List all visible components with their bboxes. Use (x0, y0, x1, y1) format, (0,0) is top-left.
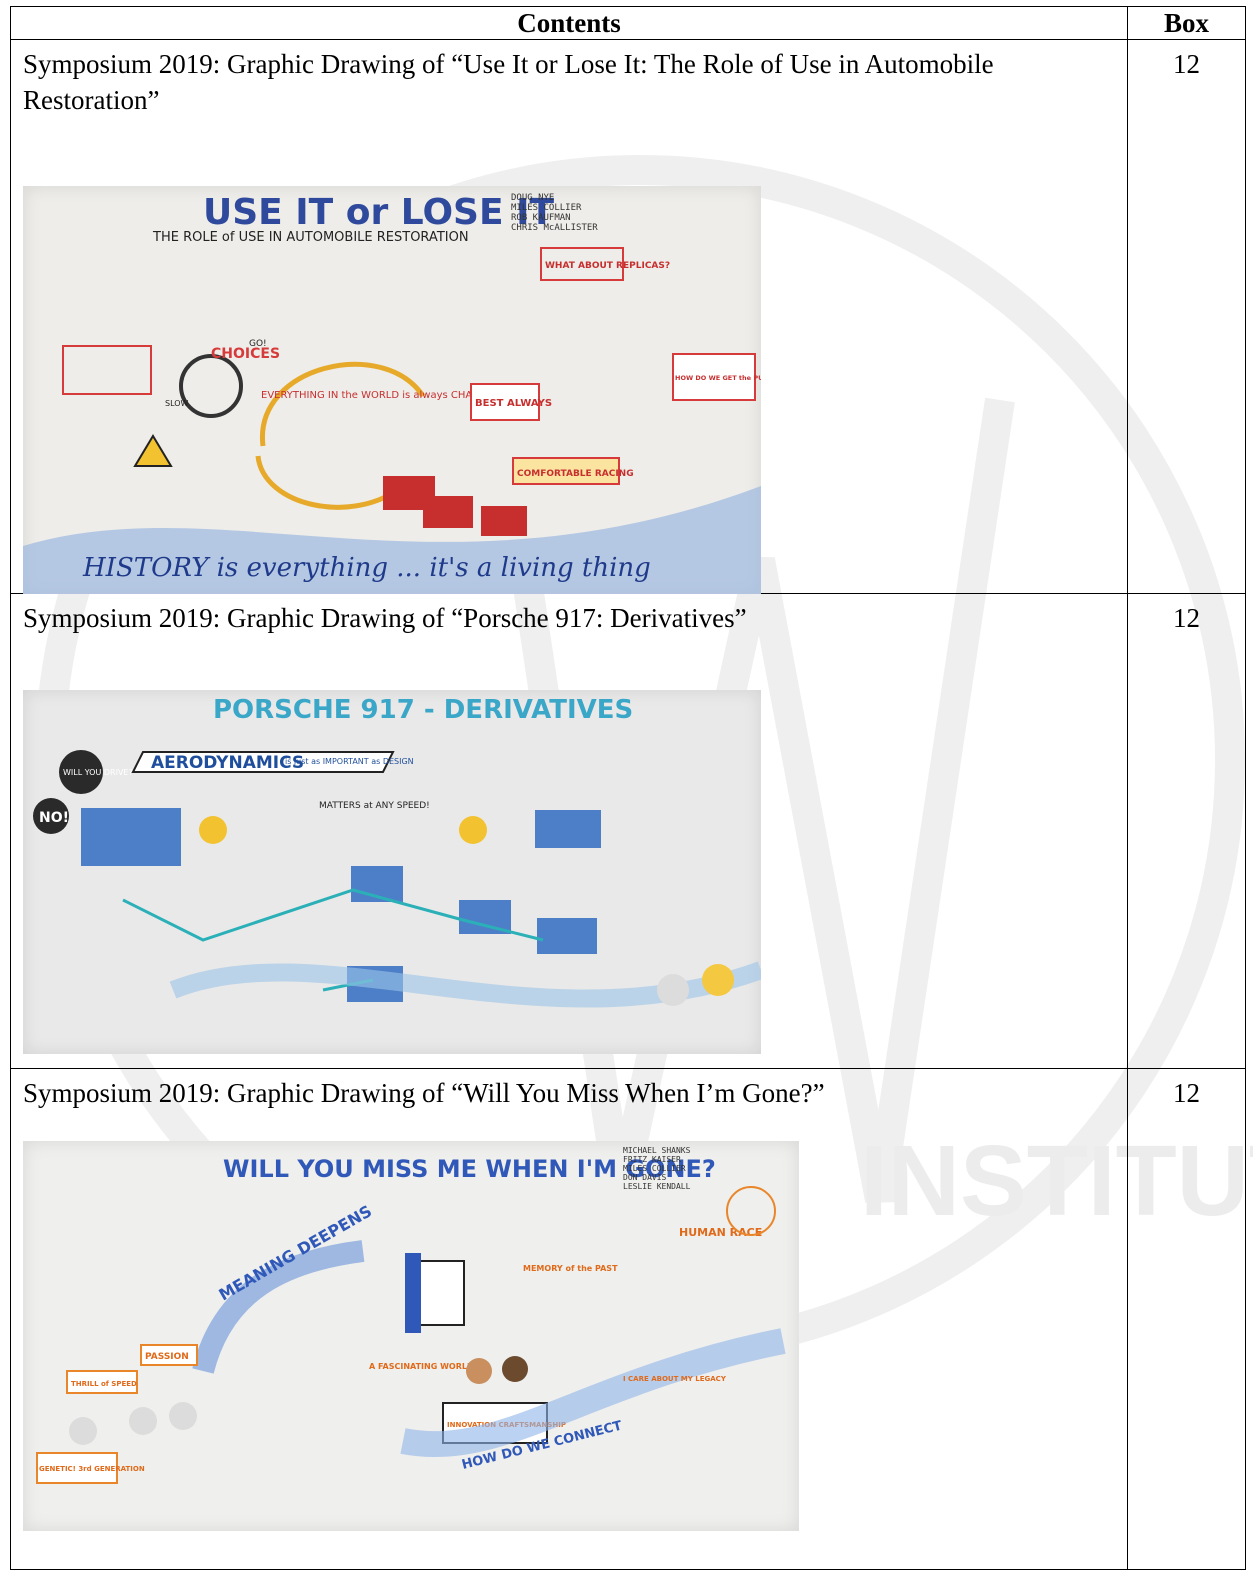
callout-passion: PASSION (145, 1352, 189, 1362)
box-number: 12 (1173, 603, 1200, 633)
box-cell: 12 (1127, 593, 1246, 1069)
svg-text:MILES COLLIER: MILES COLLIER (623, 1164, 686, 1173)
callout-go: GO! (249, 339, 267, 349)
svg-text:MICHAEL SHANKS: MICHAEL SHANKS (623, 1146, 691, 1155)
svg-text:CHRIS McALLISTER: CHRIS McALLISTER (511, 223, 598, 233)
callout-genetic: GENETIC! 3rd GENERATION (39, 1465, 145, 1473)
graphic-drawing-use-it-or-lose-it: USE IT or LOSE IT THE ROLE of USE IN AUT… (23, 186, 761, 594)
header-box: Box (1127, 6, 1246, 40)
graphic-drawing-will-you-miss-me: WILL YOU MISS ME WHEN I'M GONE? MICHAEL … (23, 1141, 799, 1531)
contents-table: Contents Box Symposium 2019: Graphic Dra… (10, 6, 1246, 1570)
drawing-heading: PORSCHE 917 - DERIVATIVES (213, 695, 633, 725)
speaker-names: DOUG NYE MILES COLLIER ROB KAUFMAN CHRIS… (511, 193, 598, 233)
box-cell: 12 (1127, 39, 1246, 594)
table-row: Symposium 2019: Graphic Drawing of “Pors… (10, 593, 1246, 1069)
item-title: Symposium 2019: Graphic Drawing of “Pors… (23, 603, 747, 633)
callout-public-excited: HOW DO WE GET the PUBLIC EXCITED? (675, 374, 761, 382)
item-title: Symposium 2019: Graphic Drawing of “Use … (23, 49, 994, 115)
callout-important-design: is just as IMPORTANT as DESIGN (285, 757, 414, 766)
callout-fascinating-world: A FASCINATING WORLD (369, 1362, 474, 1371)
callout-replicas: WHAT ABOUT REPLICAS? (545, 261, 670, 271)
item-title: Symposium 2019: Graphic Drawing of “Will… (23, 1078, 825, 1108)
svg-text:DON DAVIS: DON DAVIS (623, 1173, 667, 1182)
callout-always-changing: EVERYTHING IN the WORLD is always CHANGI… (261, 390, 506, 401)
callout-human-race: HUMAN RACE (679, 1226, 762, 1239)
callout-aerodynamics: AERODYNAMICS (151, 753, 304, 773)
callout-memory-of-past: MEMORY of the PAST (523, 1264, 618, 1273)
drawing-subheading: THE ROLE of USE IN AUTOMOBILE RESTORATIO… (152, 230, 469, 245)
contents-cell: Symposium 2019: Graphic Drawing of “Will… (10, 1068, 1128, 1570)
svg-text:ROB KAUFMAN: ROB KAUFMAN (511, 213, 571, 223)
table-row: Symposium 2019: Graphic Drawing of “Use … (10, 39, 1246, 594)
callout-choices: CHOICES (211, 346, 280, 362)
contents-cell: Symposium 2019: Graphic Drawing of “Use … (10, 39, 1128, 594)
callout-no: NO! (39, 810, 69, 826)
callout-slow: SLOW (165, 399, 189, 408)
box-number: 12 (1173, 49, 1200, 79)
box-cell: 12 (1127, 1068, 1246, 1570)
graphic-drawing-porsche-917: PORSCHE 917 - DERIVATIVES AERODYNAMICS i… (23, 690, 761, 1054)
callout-will-you-drive: WILL YOU DRIVE? (63, 768, 133, 777)
svg-text:DOUG NYE: DOUG NYE (511, 193, 554, 203)
callout-comfortable-racing: COMFORTABLE RACING (517, 469, 634, 479)
callout-thrill-of-speed: THRILL of SPEED (71, 1380, 137, 1388)
drawing-heading: USE IT or LOSE IT (203, 192, 554, 233)
callout-any-speed: MATTERS at ANY SPEED! (319, 801, 430, 811)
header-contents: Contents (10, 6, 1128, 40)
table-row: Symposium 2019: Graphic Drawing of “Will… (10, 1068, 1246, 1570)
svg-text:LESLIE KENDALL: LESLIE KENDALL (623, 1182, 691, 1191)
callout-best-always: BEST ALWAYS (475, 398, 552, 409)
callout-legacy: I CARE ABOUT MY LEGACY (623, 1375, 727, 1383)
svg-text:FRITZ KAISER: FRITZ KAISER (623, 1155, 681, 1164)
speaker-names: MICHAEL SHANKS FRITZ KAISER MILES COLLIE… (623, 1146, 691, 1191)
contents-cell: Symposium 2019: Graphic Drawing of “Pors… (10, 593, 1128, 1069)
svg-text:MILES COLLIER: MILES COLLIER (511, 203, 582, 213)
box-number: 12 (1173, 1078, 1200, 1108)
drawing-banner: HISTORY is everything ... it's a living … (82, 553, 651, 583)
